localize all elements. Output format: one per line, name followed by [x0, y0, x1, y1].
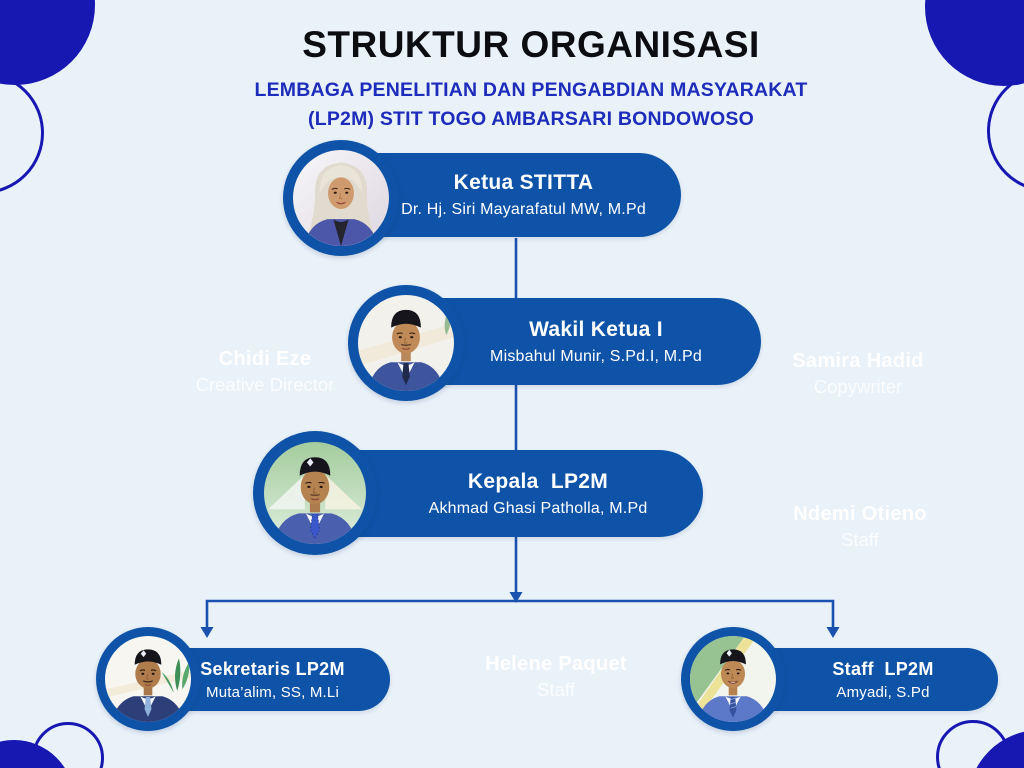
ghost-name: Chidi Eze [218, 348, 312, 370]
subtitle-line-1: LEMBAGA PENELITIAN DAN PENGABDIAN MASYAR… [254, 79, 808, 101]
person-name: Akhmad Ghasi Patholla, M.Pd [428, 499, 648, 517]
person-name: Amyadi, S.Pd [836, 683, 930, 701]
portrait-woman-hijab [293, 150, 389, 246]
portrait-man-peci-plant [105, 636, 191, 722]
person-name: Dr. Hj. Siri Mayarafatul MW, M.Pd [401, 201, 646, 218]
ghost-role: Staff [537, 679, 575, 700]
portrait-young-man-peci [690, 636, 776, 722]
ghost-role: Staff [841, 529, 879, 550]
ghost-label: Samira Hadid Copywriter [748, 350, 968, 398]
page-subtitle: LEMBAGA PENELITIAN DAN PENGABDIAN MASYAR… [19, 76, 1024, 134]
header: STRUKTUR ORGANISASI LEMBAGA PENELITIAN D… [19, 24, 1024, 134]
ghost-name: Samira Hadid [792, 350, 924, 372]
role-title: Wakil Ketua I [529, 317, 663, 341]
ghost-name: Ndemi Otieno [793, 503, 927, 525]
ghost-role: Creative Director [195, 374, 335, 395]
ghost-label: Helene Paquet Staff [446, 653, 666, 701]
photo-ketua [283, 140, 399, 256]
photo-sekretaris-lp2m [96, 627, 200, 731]
role-title: Sekretaris LP2M [200, 658, 345, 679]
person-name: Misbahul Munir, S.Pd.I, M.Pd [490, 347, 702, 365]
role-title: Kepala LP2M [467, 469, 609, 493]
person-name: Muta’alim, SS, M.Li [206, 683, 339, 701]
ghost-role: Copywriter [813, 376, 903, 397]
page-title: STRUKTUR ORGANISASI [302, 24, 760, 65]
ghost-label: Chidi Eze Creative Director [155, 348, 375, 396]
photo-wakil-ketua [348, 285, 464, 401]
role-title: Staff LP2M [832, 658, 934, 679]
subtitle-line-2: (LP2M) STIT TOGO AMBARSARI BONDOWOSO [308, 108, 754, 130]
photo-staff-lp2m [681, 627, 785, 731]
portrait-man-peci-green [264, 442, 366, 544]
role-title: Ketua STITTA [453, 171, 594, 194]
ghost-name: Helene Paquet [485, 653, 627, 675]
ghost-label: Ndemi Otieno Staff [750, 503, 970, 551]
portrait-man-peci [358, 295, 454, 391]
photo-kepala-lp2m [253, 431, 377, 555]
